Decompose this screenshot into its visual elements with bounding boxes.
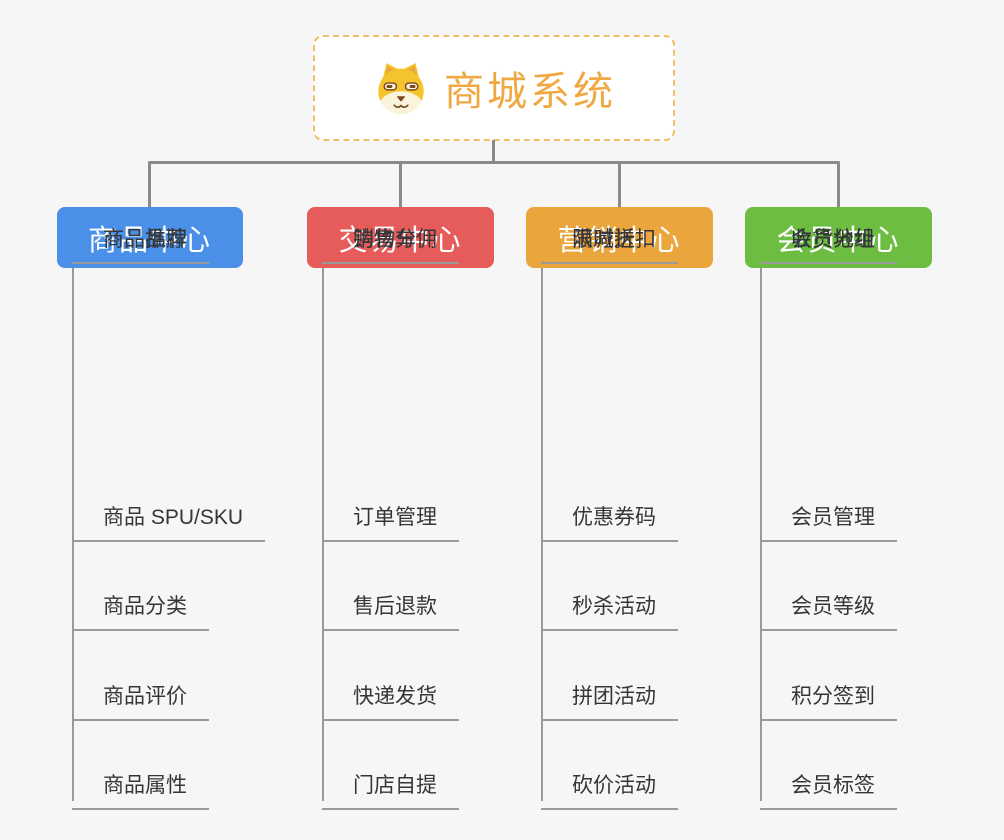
branch-product-center: 商品中心 商品 SPU/SKU 商品分类 商品评价 商品属性 商品推荐 商品品牌 [57,207,266,810]
branch-topic-marketing[interactable]: 营销中心 [526,207,713,268]
leaf-topic[interactable]: 满减送 [541,207,657,264]
leaf-topic[interactable]: 收货地址 [760,207,897,264]
leaf-topic[interactable]: 砍价活动 [541,753,678,810]
leaf-topic[interactable]: 快递发货 [322,664,459,721]
branch-title: 营销中心 [557,224,682,257]
branch-spine [541,268,543,801]
leaf-topic[interactable]: 会员等级 [760,574,897,631]
leaf-topic[interactable]: 会员标签 [760,753,897,810]
branch-topic-member[interactable]: 会员中心 [745,207,932,268]
branch-spine [760,268,762,801]
leaf-topic[interactable]: 门店自提 [322,753,459,810]
branch-marketing-center: 营销中心 优惠券码 秒杀活动 拼团活动 砍价活动 限时折扣 满减送 [526,207,713,810]
dog-icon [378,62,424,114]
leaf-topic[interactable]: 商品品牌 [72,207,209,264]
leaf-topic[interactable]: 秒杀活动 [541,574,678,631]
connector-drop-trade [399,162,402,207]
connector-drop-product [148,162,151,207]
leaf-topic[interactable]: 售后退款 [322,574,459,631]
leaf-topic[interactable]: 商品属性 [72,753,209,810]
leaf-topic[interactable]: 积分签到 [760,664,897,721]
root-topic-label: 商城系统 [444,70,616,114]
branch-topic-product[interactable]: 商品中心 [57,207,243,268]
connector-drop-marketing [618,162,621,207]
branch-spine [322,268,324,801]
branch-topic-trade[interactable]: 交易中心 [307,207,494,268]
connector-horizontal [148,161,840,164]
connector-root-stub [492,140,495,163]
root-topic[interactable]: 商城系统 [313,35,675,141]
leaf-topic[interactable]: 商品评价 [72,664,209,721]
leaf-topic[interactable]: 优惠券码 [541,485,678,542]
branch-title: 交易中心 [338,224,463,257]
connector-drop-member [837,162,840,207]
leaf-topic[interactable]: 销售分佣 [322,207,459,264]
branch-member-center: 会员中心 会员管理 会员等级 积分签到 会员标签 会员分组 收货地址 [745,207,932,810]
branch-title: 会员中心 [776,224,901,257]
leaf-topic[interactable]: 商品分类 [72,574,209,631]
leaf-topic[interactable]: 拼团活动 [541,664,678,721]
leaf-topic[interactable]: 会员管理 [760,485,897,542]
branch-title: 商品中心 [87,224,212,257]
leaf-topic[interactable]: 商品 SPU/SKU [72,485,266,542]
branch-spine [72,268,74,801]
branch-trade-center: 交易中心 订单管理 售后退款 快递发货 门店自提 购物车 销售分佣 [307,207,494,810]
leaf-topic[interactable]: 订单管理 [322,485,459,542]
